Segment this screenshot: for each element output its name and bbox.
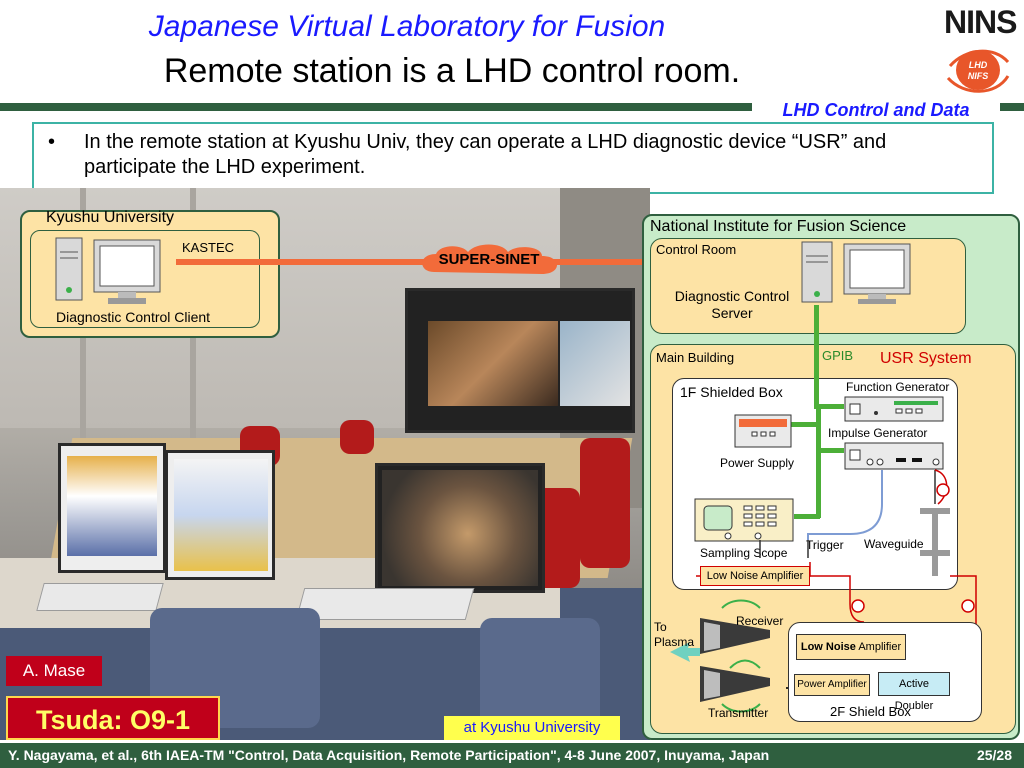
chair <box>580 438 630 568</box>
network-cloud-icon <box>422 244 557 274</box>
display-image-2 <box>560 321 630 406</box>
monitor-center <box>165 450 275 580</box>
header-divider <box>0 103 752 111</box>
signal-cabling <box>696 469 977 713</box>
control-room-label: Control Room <box>656 242 737 257</box>
server-label: Diagnostic Control Server <box>674 288 790 321</box>
monitor-left <box>58 443 166 573</box>
author-tag: A. Mase <box>6 656 102 686</box>
gpib-line <box>816 408 821 448</box>
kastec-label: KASTEC <box>182 240 235 255</box>
svg-text:NIFS: NIFS <box>968 71 989 81</box>
transmitter-label: Transmitter <box>708 706 769 720</box>
monitor-right <box>375 463 545 593</box>
wall-display <box>405 288 635 433</box>
sampling-scope-label: Sampling Scope <box>700 546 788 560</box>
shield-box-2f-label: 2F Shield Box <box>830 704 911 719</box>
client-label: Diagnostic Control Client <box>56 309 211 325</box>
network-label: SUPER-SINET <box>438 251 540 268</box>
gpib-line <box>790 422 820 427</box>
trigger-label: Trigger <box>806 538 844 552</box>
bullet-text: In the remote station at Kyushu Univ, th… <box>84 131 887 178</box>
nifs-title: National Institute for Fusion Science <box>650 218 907 235</box>
active-doubler-box[interactable]: Active Doubler <box>878 672 950 712</box>
header-divider-right <box>1000 103 1024 111</box>
gpib-line <box>816 448 844 453</box>
section-label: LHD Control and Data <box>782 100 970 120</box>
session-tag: Tsuda: O9-1 <box>6 696 220 740</box>
monitor-content <box>67 456 157 556</box>
lna-2-bold: Low Noise <box>800 641 856 653</box>
gpib-line <box>814 305 819 405</box>
function-generator-icon[interactable] <box>844 396 944 422</box>
gpib-label: GPIB <box>822 348 854 363</box>
chair-front <box>480 618 600 728</box>
antenna-horns-icon <box>670 618 770 702</box>
power-supply-icon[interactable] <box>734 414 792 448</box>
gpib-line <box>794 514 820 519</box>
display-image <box>428 321 558 406</box>
impulse-generator-icon[interactable] <box>844 442 944 470</box>
monitor-content <box>382 470 538 586</box>
chair <box>340 420 374 454</box>
footer-bar: Y. Nagayama, et al., 6th IAEA-TM "Contro… <box>0 743 1024 768</box>
impulse-generator-label: Impulse Generator <box>828 426 928 440</box>
location-tag: at Kyushu University <box>444 716 620 740</box>
bullet-dot: • <box>48 131 56 153</box>
page-number: 25/28 <box>976 747 1012 763</box>
monitor-content <box>174 459 268 571</box>
slide-subtitle: Remote station is a LHD control room. <box>163 52 741 90</box>
gpib-line <box>816 448 821 518</box>
shielded-box-1f-label: 1F Shielded Box <box>680 384 783 400</box>
kyushu-title: Kyushu University <box>46 209 175 226</box>
receiver-label: Receiver <box>736 614 784 628</box>
nins-logo: NINS <box>944 4 1017 40</box>
main-building-label: Main Building <box>656 350 735 365</box>
sampling-scope-icon[interactable] <box>694 498 794 542</box>
gpib-line <box>814 404 844 409</box>
lna-1-box[interactable]: Low Noise Amplifier <box>700 566 810 586</box>
usr-system-label: USR System <box>880 350 972 367</box>
power-amplifier-box[interactable]: Power Amplifier <box>794 674 870 696</box>
keyboard <box>36 583 164 611</box>
server-computer-icon <box>801 241 911 304</box>
keyboard <box>295 588 475 620</box>
client-computer-icon <box>55 237 161 304</box>
lhd-nifs-logo-icon: LHD NIFS <box>946 49 1010 93</box>
bullet-box: • In the remote station at Kyushu Univ, … <box>32 122 994 194</box>
waveguide-label: Waveguide <box>864 537 924 551</box>
function-generator-label: Function Generator <box>846 380 950 394</box>
lna-2-rest: Amplifier <box>855 641 902 653</box>
footer-citation: Y. Nagayama, et al., 6th IAEA-TM "Contro… <box>8 747 770 763</box>
power-supply-label: Power Supply <box>720 456 795 470</box>
lna-2-box[interactable]: Low Noise Amplifier <box>796 634 906 660</box>
svg-text:LHD: LHD <box>969 60 988 70</box>
to-plasma-label: To Plasma <box>654 620 695 649</box>
slide-title: Japanese Virtual Laboratory for Fusion <box>148 10 666 43</box>
